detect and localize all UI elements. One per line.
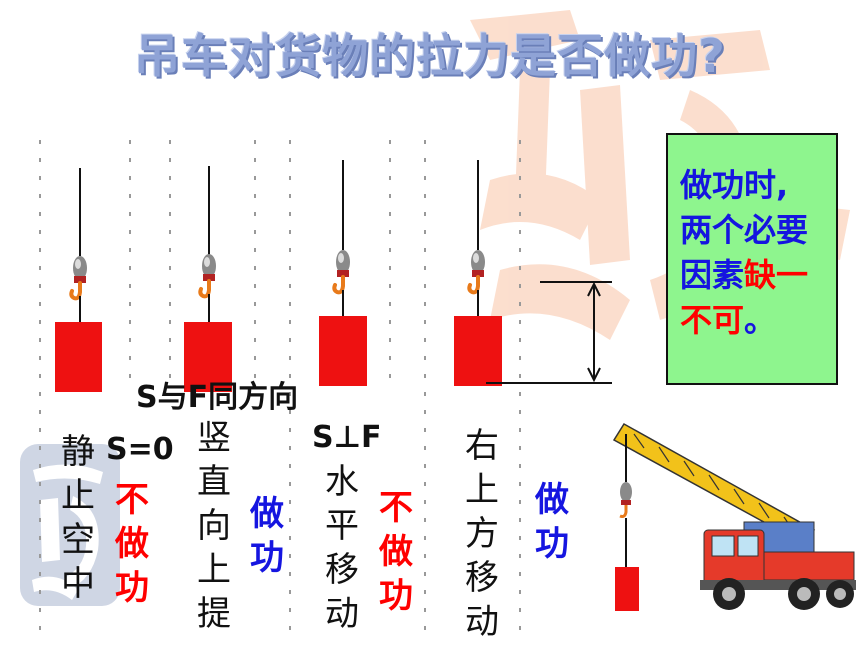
corner-seal-decoration [20,444,120,606]
note-line-1: 做功时, [680,166,789,204]
cargo-box-2 [184,322,232,392]
cargo-box-1 [55,322,102,392]
hook-4 [454,160,502,386]
height-indicator [486,281,612,384]
hook-1 [55,168,102,392]
note-box: 做功时, 两个必要 因素缺一 不可。 [666,133,838,385]
label-s-zero: S=0 [106,432,174,467]
hook-2 [184,166,232,392]
case-1-description: 静止空中 [61,432,95,604]
note-line-3a: 因素 [680,256,745,294]
cargo-box-4 [454,316,502,386]
label-same-direction: S与F同方向 [136,380,299,415]
case-2-verdict: 做功 [250,494,284,578]
cargo-box-3 [319,316,367,386]
case-2-description: 竖直向上提 [197,418,231,634]
case-1-verdict: 不做功 [115,480,149,608]
note-line-2: 两个必要 [680,211,809,249]
label-perpendicular: S⊥F [312,420,382,455]
note-line-4a: 不可 [680,301,745,339]
note-line-4b: 。 [744,301,777,339]
note-line-3b: 缺一 [744,256,809,294]
case-4-verdict: 做功 [535,480,569,564]
page-title: 吊车对货物的拉力是否做功? [134,29,726,83]
case-3-verdict: 不做功 [379,488,413,616]
hook-3 [319,160,367,386]
case-3-description: 水平移动 [325,462,359,634]
case-4-description: 右上方移动 [465,426,499,642]
crane-truck-illustration [612,422,856,611]
